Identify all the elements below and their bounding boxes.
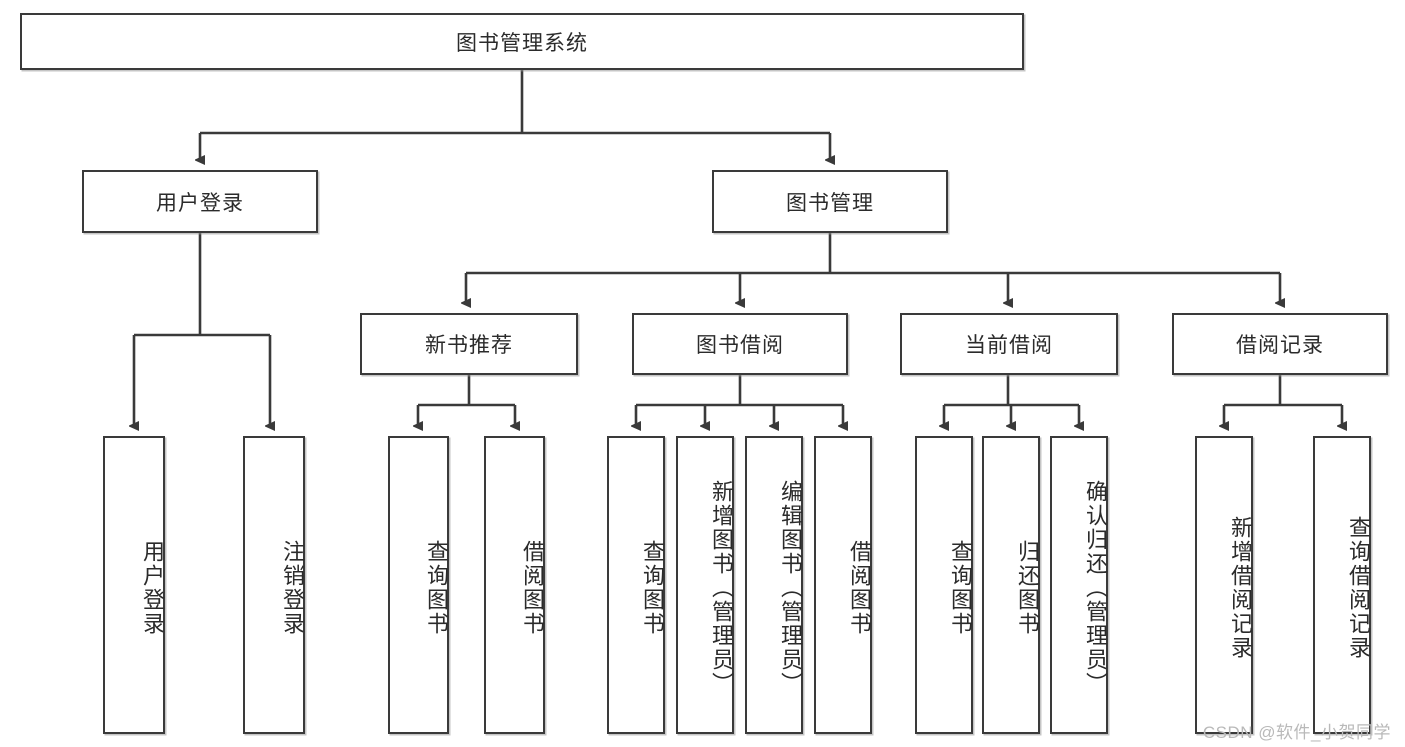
node-new-book-recommend-label: 新书推荐 xyxy=(425,334,513,357)
leaf-query-borrow-record-label: 查询借阅记录 xyxy=(1346,516,1371,660)
leaf-return-book-label: 归还图书 xyxy=(1015,540,1040,636)
leaf-new-book-borrow[interactable]: 借阅图书 xyxy=(484,436,545,734)
leaf-query-borrow-record[interactable]: 查询借阅记录 xyxy=(1313,436,1371,734)
node-book-borrow[interactable]: 图书借阅 xyxy=(632,313,848,375)
leaf-add-borrow-record[interactable]: 新增借阅记录 xyxy=(1195,436,1253,734)
node-user-login[interactable]: 用户登录 xyxy=(82,170,318,233)
leaf-new-book-query[interactable]: 查询图书 xyxy=(388,436,449,734)
node-borrow-records-label: 借阅记录 xyxy=(1236,334,1324,357)
leaf-new-book-query-label: 查询图书 xyxy=(424,540,449,636)
leaf-confirm-return-admin-label: 确认归还（管理员） xyxy=(1083,480,1108,696)
node-user-login-label: 用户登录 xyxy=(156,191,244,215)
leaf-borrow-query-book[interactable]: 查询图书 xyxy=(607,436,665,734)
leaf-edit-book-admin-label: 编辑图书（管理员） xyxy=(778,480,803,696)
leaf-user-login-label: 用户登录 xyxy=(140,540,165,636)
leaf-add-book-admin-label: 新增图书（管理员） xyxy=(709,480,734,696)
node-root-label: 图书管理系统 xyxy=(456,31,588,55)
node-current-borrow[interactable]: 当前借阅 xyxy=(900,313,1118,375)
leaf-current-query-book[interactable]: 查询图书 xyxy=(915,436,973,734)
leaf-borrow-book-label: 借阅图书 xyxy=(847,540,872,636)
node-book-borrow-label: 图书借阅 xyxy=(696,334,784,357)
leaf-return-book[interactable]: 归还图书 xyxy=(982,436,1040,734)
node-book-management-label: 图书管理 xyxy=(786,191,874,215)
node-borrow-records[interactable]: 借阅记录 xyxy=(1172,313,1388,375)
node-current-borrow-label: 当前借阅 xyxy=(965,334,1053,357)
node-book-management[interactable]: 图书管理 xyxy=(712,170,948,233)
leaf-add-book-admin[interactable]: 新增图书（管理员） xyxy=(676,436,734,734)
leaf-user-login[interactable]: 用户登录 xyxy=(103,436,165,734)
leaf-new-book-borrow-label: 借阅图书 xyxy=(520,540,545,636)
node-new-book-recommend[interactable]: 新书推荐 xyxy=(360,313,578,375)
leaf-confirm-return-admin[interactable]: 确认归还（管理员） xyxy=(1050,436,1108,734)
leaf-borrow-book[interactable]: 借阅图书 xyxy=(814,436,872,734)
leaf-edit-book-admin[interactable]: 编辑图书（管理员） xyxy=(745,436,803,734)
leaf-add-borrow-record-label: 新增借阅记录 xyxy=(1228,516,1253,660)
leaf-current-query-book-label: 查询图书 xyxy=(948,540,973,636)
leaf-logout-label: 注销登录 xyxy=(280,540,305,636)
watermark: CSDN @软件_小贺同学 xyxy=(1202,723,1391,742)
leaf-logout[interactable]: 注销登录 xyxy=(243,436,305,734)
node-root[interactable]: 图书管理系统 xyxy=(20,13,1024,70)
leaf-borrow-query-book-label: 查询图书 xyxy=(640,540,665,636)
